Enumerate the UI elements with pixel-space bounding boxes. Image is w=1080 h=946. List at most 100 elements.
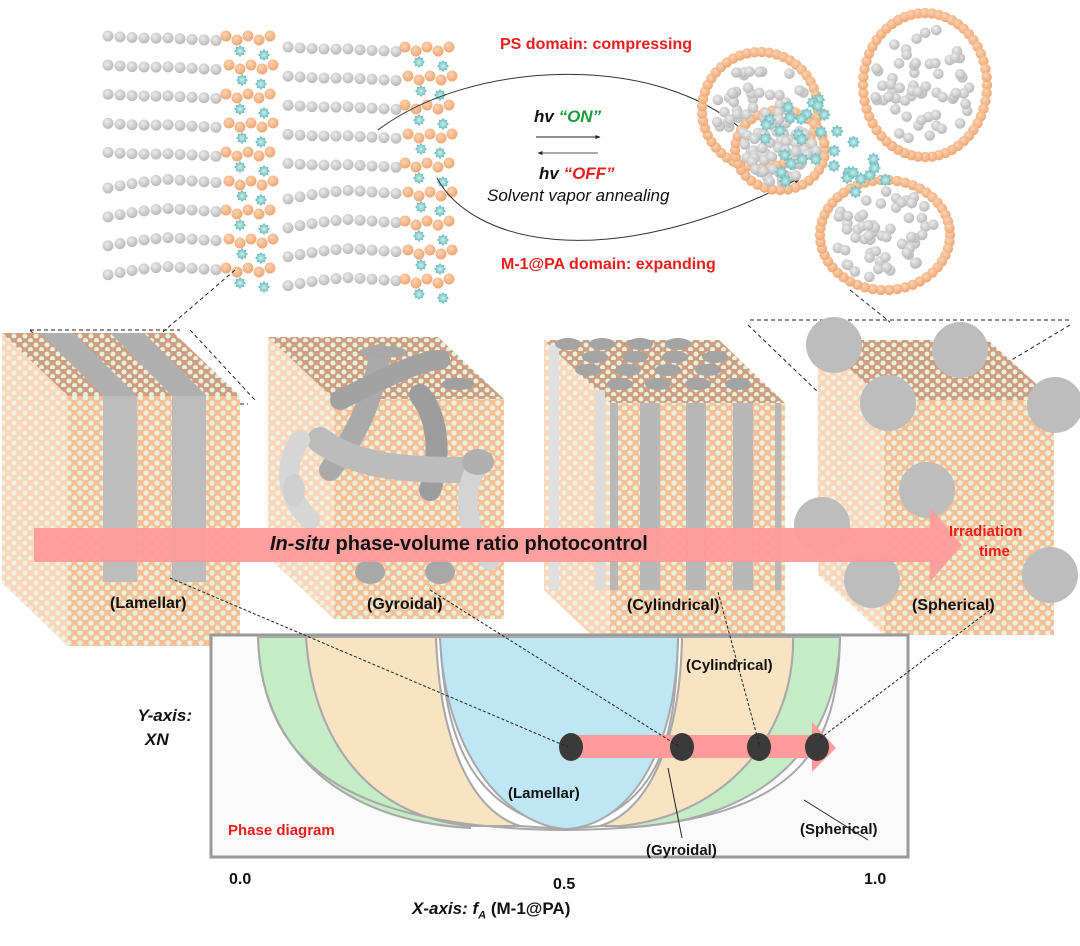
pa-bead — [234, 237, 246, 249]
pa-bead — [223, 59, 235, 71]
m1-molecule-icon — [415, 143, 427, 155]
x-axis-f: f — [472, 899, 479, 918]
sphere-domain — [1027, 377, 1080, 433]
ps-bead — [198, 176, 210, 188]
on-text: “ON” — [558, 107, 602, 126]
ps-bead — [894, 128, 905, 139]
ps-bead — [210, 35, 222, 47]
ps-bead — [114, 238, 126, 250]
cylinder-top — [665, 338, 691, 350]
x-tick-0-5: 0.5 — [553, 876, 576, 893]
pa-bead — [264, 262, 276, 274]
m1-molecule-icon — [234, 103, 246, 115]
ps-bead — [880, 186, 892, 197]
ps-bead — [354, 159, 366, 171]
region-label-cylindrical: (Cylindrical) — [686, 657, 773, 674]
pa-bead — [421, 273, 433, 285]
ps-bead — [849, 266, 861, 277]
ps-bead — [366, 73, 378, 85]
pa-bead — [859, 63, 870, 75]
ps-bead — [731, 108, 743, 120]
cylinder-top — [655, 364, 681, 376]
ps-bead — [354, 272, 366, 284]
pa-bead — [231, 150, 243, 162]
pa-bead — [749, 47, 760, 58]
m1-molecule-icon — [846, 166, 860, 180]
m1-molecule-icon — [878, 173, 892, 187]
pa-bead — [402, 244, 414, 256]
ps-bead — [126, 265, 138, 277]
pa-bead — [399, 157, 411, 169]
x-axis-sub: A — [478, 909, 487, 922]
ps-bead — [306, 43, 318, 55]
ps-bead — [390, 46, 402, 58]
m1-molecule-icon — [847, 135, 860, 149]
ps-bead — [954, 69, 966, 80]
sphere-domain — [860, 375, 916, 431]
ps-bead — [870, 91, 881, 103]
ps-bead — [875, 198, 887, 209]
ps-bead — [833, 211, 845, 222]
ps-bead — [901, 111, 912, 122]
lamellar-region — [438, 636, 680, 831]
ps-bead — [318, 274, 330, 286]
ps-bead — [114, 266, 126, 278]
ps-bead — [390, 275, 402, 287]
ps-bead — [366, 131, 378, 143]
ps-bead — [910, 57, 922, 69]
ps-bead — [114, 89, 126, 101]
ps-bead — [330, 273, 342, 285]
ps-bead — [282, 222, 294, 234]
pa-bead — [231, 34, 243, 46]
ps-bead — [282, 157, 294, 169]
path-points — [559, 733, 829, 761]
pa-bead — [899, 282, 911, 293]
x-axis-label: X-axis: fA (M-1@PA) — [412, 899, 570, 921]
ps-bead — [889, 39, 900, 50]
sphere-domain — [1022, 547, 1078, 603]
sphere-domain — [844, 552, 900, 608]
pa-bead — [891, 175, 903, 187]
ps-bead — [366, 273, 378, 285]
ps-bead — [330, 159, 342, 171]
ps-bead — [318, 216, 330, 228]
ps-bead — [864, 252, 875, 263]
ps-bead — [174, 261, 186, 273]
ps-bead — [872, 263, 884, 275]
pa-bead — [264, 146, 276, 158]
m1-molecule-icon — [773, 124, 787, 137]
ps-bead — [174, 174, 186, 186]
ps-bead — [162, 232, 174, 244]
ps-bead — [306, 189, 318, 201]
ps-bead — [294, 158, 306, 170]
m1-molecule-icon — [236, 190, 248, 202]
off-text: “OFF” — [563, 164, 615, 183]
ps-bead — [747, 102, 759, 113]
ps-bead — [871, 63, 882, 74]
m1-molecule-icon — [794, 112, 808, 126]
cube-front-face — [884, 400, 1054, 635]
ps-bead — [896, 238, 908, 250]
sphere-domain — [806, 317, 862, 373]
gyroid-strut — [330, 350, 450, 410]
ps-bead — [949, 52, 961, 63]
ps-bead — [378, 161, 390, 173]
hv-off-prefix: hv — [539, 164, 564, 183]
ps-bead — [162, 148, 174, 160]
ps-bead — [198, 92, 210, 104]
ps-bead — [138, 176, 150, 188]
micelle-cluster — [696, 7, 993, 296]
ps-bead — [912, 86, 924, 98]
ps-bead — [719, 106, 730, 118]
ps-bead — [102, 182, 114, 194]
cylinder-top — [555, 338, 581, 350]
ps-bead — [739, 139, 751, 150]
ps-bead — [342, 130, 354, 142]
x-tick-1: 1.0 — [864, 871, 887, 888]
gyroid-strut — [307, 427, 483, 483]
ps-bead — [138, 90, 150, 102]
phase-diagram-title: Phase diagram — [228, 822, 335, 839]
pa-bead — [859, 95, 870, 107]
pa-bead — [242, 204, 254, 216]
ps-bead — [114, 180, 126, 192]
